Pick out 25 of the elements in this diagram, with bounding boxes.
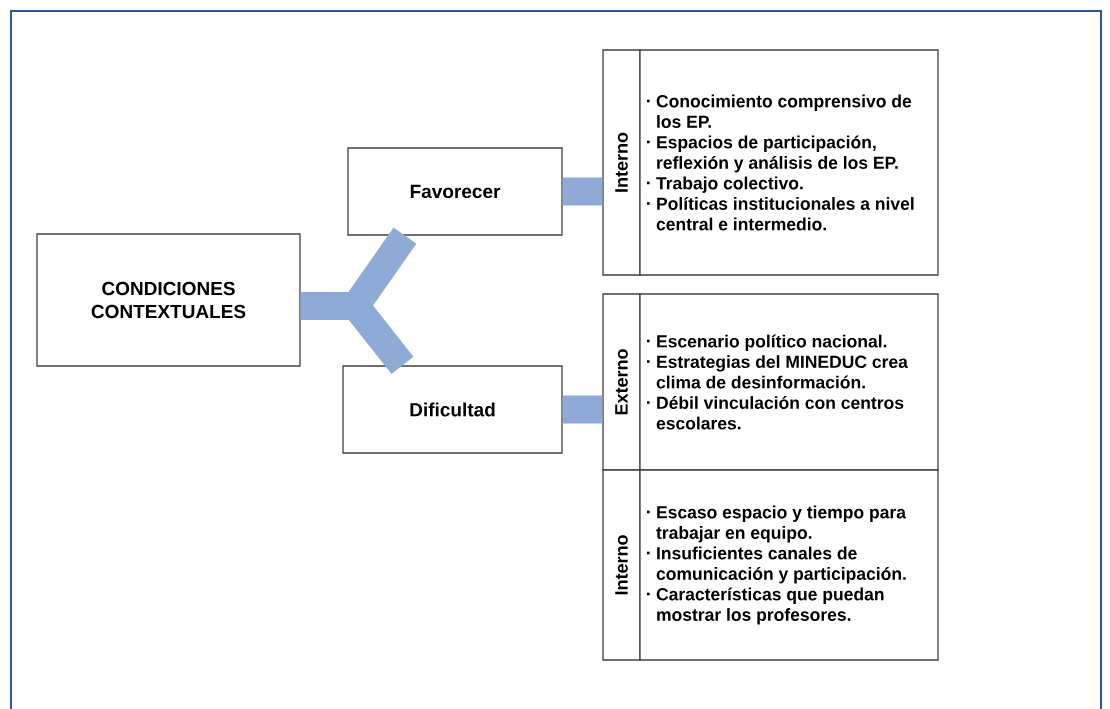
list-item: Insuficientes canales de comunicación y participación. [647,546,906,584]
connector-band [300,292,414,375]
list-item: Conocimiento comprensivo de los EP. [647,94,912,128]
tab-label: Interno [615,132,628,192]
category-tab [602,469,641,661]
concept-box [36,233,301,367]
list-item: Escenario político nacional. [647,334,887,351]
list-item: Estrategias del MINEDUC crea clima de desinformación. [647,355,908,389]
list-item: Trabajo colectivo. [647,176,803,193]
connector-band [562,395,603,424]
concept-box [342,365,563,454]
list-item: Escaso espacio y tiempo para trabajar en equipo. [647,505,907,543]
box-label: Dificultad [410,402,495,417]
box-label: Favorecer [410,184,501,199]
concept-box [347,147,563,236]
list-item: Espacios de participación, reflexión y análisis de los EP. [647,135,898,173]
tab-label: Externo [615,349,628,415]
tab-label: Interno [615,535,628,595]
box-label: CONDICIONES CONTEXTUALES [91,281,246,319]
connector-band [562,177,603,206]
list-item: Débil vinculación con centros escolares. [647,396,904,430]
category-tab [602,49,641,276]
list-item: Políticas institucionales a nivel central e intermedio. [647,196,914,231]
list-item: Características que puedan mostrar los profesores. [647,587,884,625]
category-tab [602,293,641,471]
